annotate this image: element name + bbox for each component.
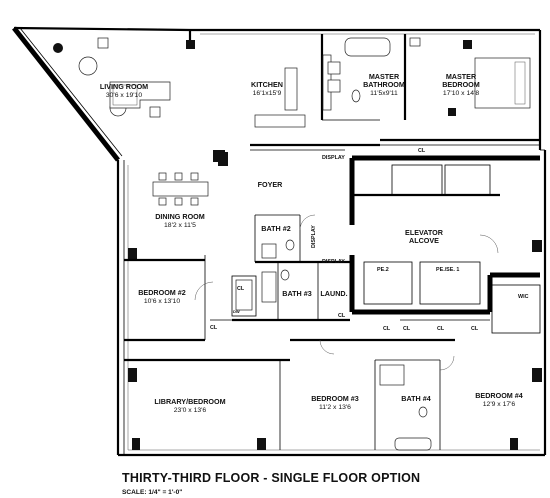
foyer-label: FOYER (258, 180, 284, 189)
closet-tag: CL (383, 326, 391, 332)
dishwasher-tag: DW (233, 309, 240, 314)
master-bath-label-2: BATHROOM (363, 80, 405, 89)
master-bedroom-label-2: BEDROOM (442, 80, 480, 89)
closet-tag: CL (437, 326, 445, 332)
bedroom4-dim: 12'9 x 17'6 (483, 401, 516, 408)
dining-room-dim: 18'2 x 11'5 (164, 222, 196, 229)
living-room-dim: 30'6 x 19'10 (106, 92, 142, 99)
fixtures (78, 37, 531, 451)
closet-tag: CL (418, 148, 426, 154)
exterior-walls (12, 26, 547, 457)
elevator-alcove-label-1: ELEVATOR (405, 228, 444, 237)
interior-walls (124, 34, 541, 450)
bedroom4-label: BEDROOM #4 (475, 391, 523, 400)
room-labels: LIVING ROOM 30'6 x 19'10 KITCHEN 16'1x15… (100, 72, 523, 414)
master-bath-dim: 11'5x9'11 (370, 90, 398, 97)
living-room-label: LIVING ROOM (100, 82, 148, 91)
plan-title: THIRTY-THIRD FLOOR - SINGLE FLOOR OPTION (122, 471, 420, 485)
bedroom2-dim: 10'6 x 13'10 (144, 298, 180, 305)
closet-tag: CL (403, 326, 411, 332)
master-bath-label-1: MASTER (369, 72, 400, 81)
small-tags: CL CL CL CL CL CL CL CL DISPLAY DISPLAY … (210, 148, 529, 332)
kitchen-label: KITCHEN (251, 80, 283, 89)
display-tag-vertical: DISPLAY (311, 225, 317, 248)
elevator-pese1-tag: PE./SE. 1 (436, 267, 459, 273)
bath4-label: BATH #4 (401, 394, 430, 403)
dining-room-label: DINING ROOM (155, 212, 205, 221)
closet-tag: CL (237, 286, 245, 292)
closet-tag: CL (210, 325, 218, 331)
master-bedroom-label-1: MASTER (446, 72, 477, 81)
bedroom3-dim: 11'2 x 13'6 (319, 404, 351, 411)
bath3-label: BATH #3 (282, 289, 311, 298)
closet-tag: CL (471, 326, 479, 332)
kitchen-dim: 16'1x15'9 (253, 90, 282, 97)
laundry-label: LAUND. (320, 289, 347, 298)
bedroom2-label: BEDROOM #2 (138, 288, 186, 297)
display-tag: DISPLAY (322, 259, 345, 265)
plan-scale: SCALE: 1/4" = 1'-0" (122, 489, 182, 496)
elevator-alcove-label-2: ALCOVE (409, 236, 439, 245)
library-label: LIBRARY/BEDROOM (154, 397, 225, 406)
display-tag: DISPLAY (322, 155, 345, 161)
closet-tag: CL (338, 313, 346, 319)
bath2-label: BATH #2 (261, 224, 290, 233)
library-dim: 23'0 x 13'6 (174, 407, 207, 414)
bedroom3-label: BEDROOM #3 (311, 394, 359, 403)
elevator-pe2-tag: PE.2 (377, 267, 389, 273)
master-bedroom-dim: 17'10 x 14'8 (443, 90, 479, 97)
wic-tag: WIC (518, 294, 529, 300)
